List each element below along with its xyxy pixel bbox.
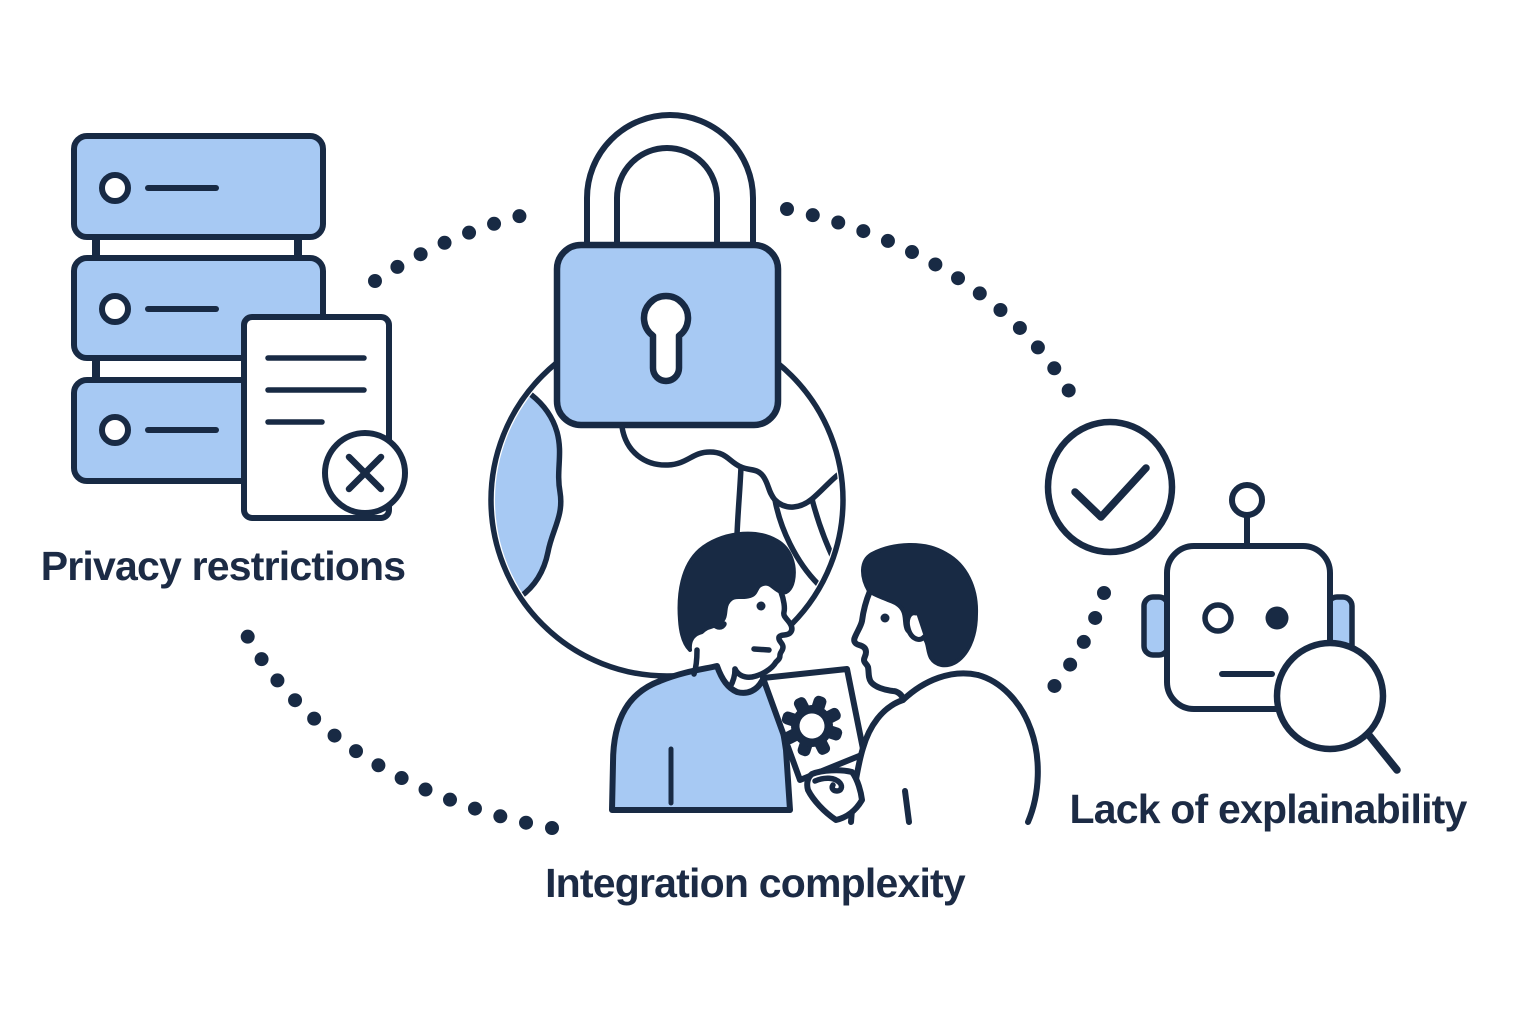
person-left-hair bbox=[677, 531, 796, 652]
padlock-shackle-inner bbox=[614, 145, 720, 252]
person-right bbox=[848, 543, 1041, 825]
caption-lack-of-explainability: Lack of explainability bbox=[1069, 786, 1467, 832]
caption-integration-complexity: Integration complexity bbox=[545, 860, 966, 906]
dotted-ellipse-connector bbox=[230, 202, 1111, 835]
dotted-arc-right bbox=[1045, 586, 1111, 696]
dotted-arc-lower-left bbox=[230, 608, 559, 835]
x-badge-icon bbox=[322, 430, 408, 516]
caption-privacy-restrictions: Privacy restrictions bbox=[41, 543, 406, 589]
person-left-mouth bbox=[751, 646, 772, 653]
person-left-neck-front bbox=[727, 666, 738, 690]
server-slot-lines bbox=[145, 185, 219, 433]
person-right-torso-fill bbox=[851, 672, 1039, 824]
dotted-arc-upper-right bbox=[780, 202, 1076, 398]
person-right-back-outline bbox=[975, 672, 1041, 825]
restricted-document-icon bbox=[241, 314, 408, 521]
magnifier-handle bbox=[1364, 730, 1401, 774]
person-right-hair bbox=[861, 543, 979, 668]
person-right-profile bbox=[851, 588, 906, 701]
gear-icon bbox=[781, 695, 843, 757]
person-left-eye bbox=[756, 601, 766, 611]
thumb-curl bbox=[812, 775, 845, 794]
document-text-lines bbox=[265, 355, 367, 425]
tablet-gear-icon bbox=[760, 666, 867, 783]
person-right-eye bbox=[880, 613, 890, 623]
keyhole bbox=[640, 292, 692, 385]
person-left bbox=[609, 531, 796, 813]
dotted-arc-upper-left bbox=[368, 203, 551, 288]
person-left-neck-back bbox=[691, 647, 700, 677]
robot-antenna-ball bbox=[1229, 482, 1265, 518]
person-right-arm-crease bbox=[902, 788, 912, 825]
person-right-shoulder bbox=[900, 670, 981, 703]
magnifier-icon bbox=[1273, 639, 1401, 774]
person-right-ear bbox=[904, 610, 927, 642]
robot-eye-right bbox=[1265, 606, 1289, 630]
person-left-profile bbox=[732, 589, 795, 680]
checkmark bbox=[1071, 464, 1150, 521]
checkmark-circle-icon bbox=[1044, 418, 1176, 556]
server-indicator-lights bbox=[99, 172, 131, 446]
padlock-icon bbox=[553, 112, 782, 429]
robot-eye-left bbox=[1202, 602, 1234, 634]
holding-hand bbox=[804, 767, 865, 823]
